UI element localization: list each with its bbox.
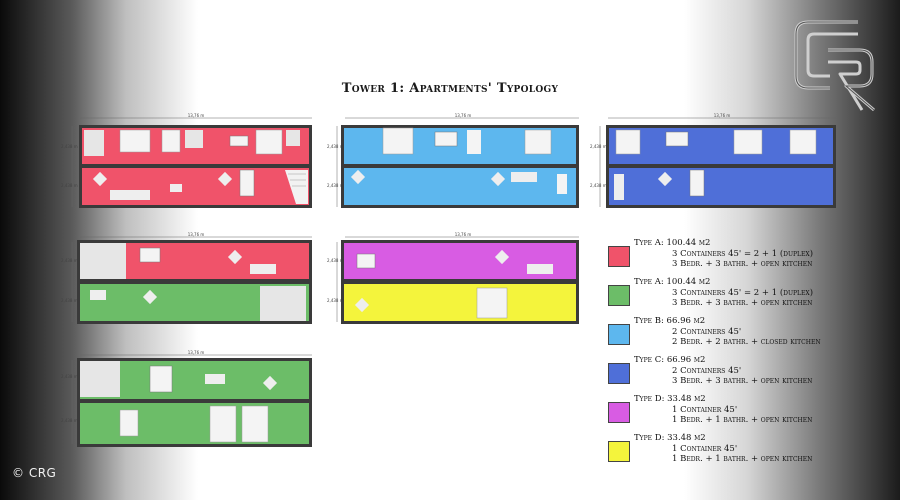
floor-plan-type-d: 13,76 m 2,438 m 2,438 m <box>327 232 587 326</box>
dim-top: 13,76 m <box>188 350 205 355</box>
legend-rooms: 3 Bedr. + 3 bathr. + open kitchen <box>672 298 813 309</box>
crg-monogram-logo <box>794 20 875 112</box>
legend-swatch <box>608 402 630 423</box>
legend-item-type-d-magenta: Type D: 33.48 m2 1 Container 45' 1 Bedr.… <box>608 394 893 435</box>
legend-item-type-c: Type C: 66.96 m2 2 Containers 45' 3 Bedr… <box>608 355 893 396</box>
floor-plan-type-a-red: 13,76 m 2,438 m 2,438 m <box>60 113 315 217</box>
legend-swatch <box>608 246 630 267</box>
legend-containers: 2 Containers 45' <box>672 365 742 376</box>
dim-left-bottom: 2,438 m <box>61 183 78 188</box>
legend-swatch <box>608 324 630 345</box>
legend-rooms: 3 Bedr. + 3 bathr. + open kitchen <box>672 376 813 387</box>
dim-left-top: 2,438 m <box>61 258 78 263</box>
legend-rooms: 1 Bedr. + 1 bathr. + open kitchen <box>672 415 813 426</box>
dim-left-top: 2,438 m <box>590 144 607 149</box>
page-title: Tower 1: Apartments' Typology <box>341 81 559 96</box>
legend-rooms: 1 Bedr. + 1 bathr. + open kitchen <box>672 454 813 465</box>
legend-swatch <box>608 363 630 384</box>
dim-left-top: 2,438 m <box>327 258 344 263</box>
dim-top: 13,76 m <box>455 113 472 118</box>
legend-containers: 3 Containers 45' = 2 + 1 (duplex) <box>672 287 814 298</box>
legend-type: Type B: 66.96 m2 <box>634 316 706 326</box>
dim-left-bottom: 2,438 m <box>61 418 78 423</box>
legend-type: Type A: 100.44 m2 <box>634 277 711 287</box>
dim-left-bottom: 2,438 m <box>61 298 78 303</box>
dim-left-bottom: 2,438 m <box>327 183 344 188</box>
legend-rooms: 3 Bedr. + 3 bathr. + open kitchen <box>672 259 813 270</box>
legend-containers: 1 Container 45' <box>672 404 738 415</box>
dim-left-bottom: 2,438 m <box>590 183 607 188</box>
legend-type: Type A: 100.44 m2 <box>634 238 711 248</box>
floor-plan-type-a-green: 13,76 m 2,438 m 2,438 m <box>60 350 315 449</box>
copyright-notice: © CRG <box>12 466 57 480</box>
floor-plan-type-b: 13,76 m 2,438 m 2,438 m <box>327 113 587 217</box>
dim-top: 13,76 m <box>455 232 472 237</box>
legend-containers: 3 Containers 45' = 2 + 1 (duplex) <box>672 248 814 259</box>
dim-left-top: 2,438 m <box>327 144 344 149</box>
floor-plan-type-c: 13,76 m 2,438 m 2,438 m <box>590 113 840 217</box>
legend-containers: 1 Container 45' <box>672 443 738 454</box>
dim-left-top: 2,438 m <box>61 144 78 149</box>
dim-left-bottom: 2,438 m <box>327 298 344 303</box>
dim-top: 13,76 m <box>188 113 205 118</box>
floor-plan-type-a-duplex: 13,76 m 2,438 m 2,438 m <box>60 232 315 326</box>
dim-top: 13,76 m <box>714 113 731 118</box>
legend-type: Type C: 66.96 m2 <box>634 355 706 365</box>
legend-item-type-a-green: Type A: 100.44 m2 3 Containers 45' = 2 +… <box>608 277 893 318</box>
dim-left-top: 2,438 m <box>61 374 78 379</box>
typology-legend: Type A: 100.44 m2 3 Containers 45' = 2 +… <box>608 238 893 474</box>
legend-type: Type D: 33.48 m2 <box>634 433 706 443</box>
legend-item-type-b: Type B: 66.96 m2 2 Containers 45' 2 Bedr… <box>608 316 893 357</box>
legend-item-type-d-yellow: Type D: 33.48 m2 1 Container 45' 1 Bedr.… <box>608 433 893 474</box>
legend-containers: 2 Containers 45' <box>672 326 742 337</box>
legend-rooms: 2 Bedr. + 2 bathr. + closed kitchen <box>672 337 821 348</box>
dim-top: 13,76 m <box>188 232 205 237</box>
legend-swatch <box>608 285 630 306</box>
legend-item-type-a-red: Type A: 100.44 m2 3 Containers 45' = 2 +… <box>608 238 893 279</box>
legend-swatch <box>608 441 630 462</box>
legend-type: Type D: 33.48 m2 <box>634 394 706 404</box>
